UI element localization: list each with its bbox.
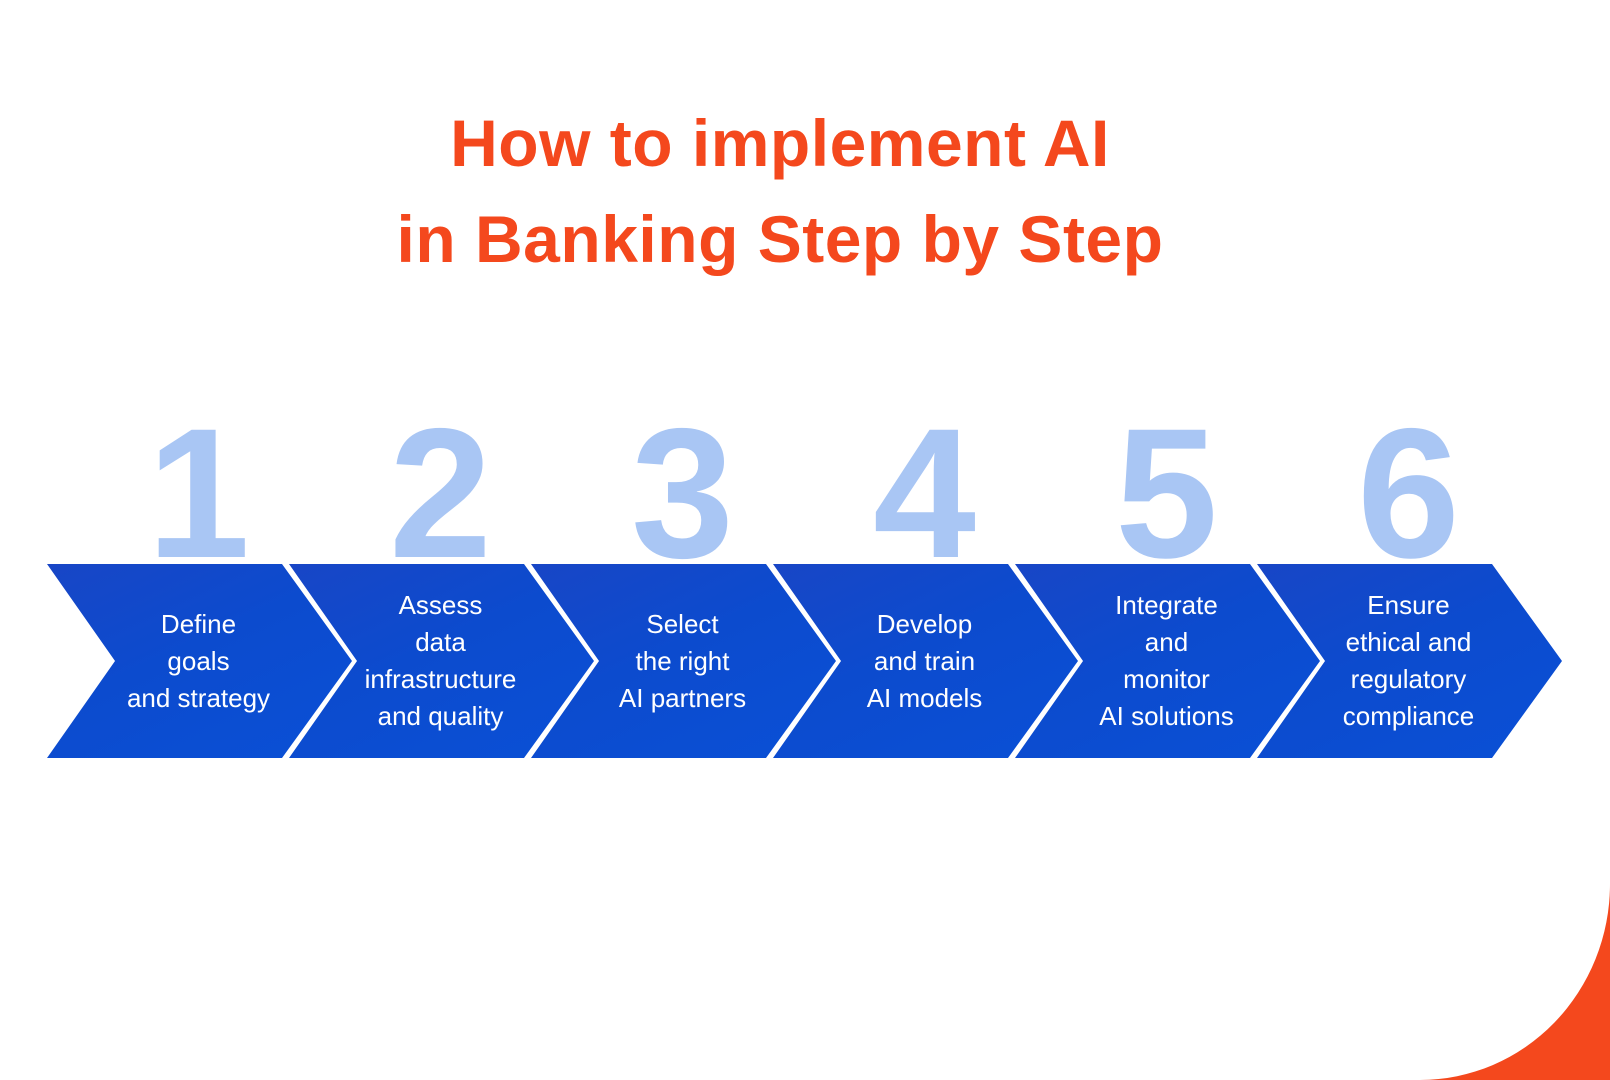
page-title: How to implement AI in Banking Step by S… [0,95,1560,287]
step-1-arrow-shape: Define goals and strategy [47,564,352,758]
step-1: 1 Define goals and strategy [47,402,352,758]
step-5-number: 5 [1115,391,1218,597]
step-6-label: Ensure ethical and regulatory compliance [1342,590,1475,731]
corner-swoosh-path [1420,884,1610,1080]
step-3-label: Select the right AI partners [618,608,747,713]
step-1-number: 1 [147,391,250,597]
step-4-number: 4 [873,391,976,597]
step-3: 3 Select the right AI partners [531,402,836,758]
page-title-line2: in Banking Step by Step [396,202,1164,276]
step-2-label: Assess data infrastructure and quality [364,590,517,731]
step-5-label: Integrate and monitor AI solutions [1099,590,1234,731]
page-title-line1: How to implement AI [450,106,1110,180]
corner-swoosh-decoration [1420,884,1610,1080]
step-6-number: 6 [1357,391,1460,597]
step-3-number: 3 [631,391,734,597]
step-4-label: Develop and train AI models [866,608,983,713]
step-2-number: 2 [389,391,492,597]
step-1-label: Define goals and strategy [126,608,271,713]
step-6: 6 Ensure ethical and regulatory complian… [1257,402,1562,758]
